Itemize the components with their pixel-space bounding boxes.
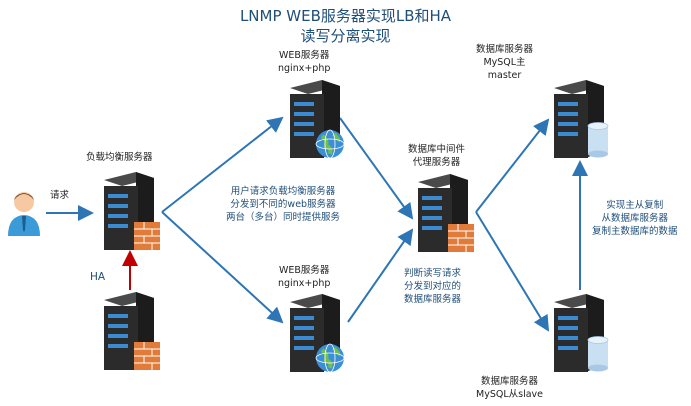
lb-note: 用户请求负载均衡服务器 分发到不同的web服务器 两台（多台）同时提供服务 [226, 186, 340, 224]
lb-note-line-1: 用户请求负载均衡服务器 [230, 186, 336, 197]
user-request-label: 请求 [50, 190, 70, 201]
middleware-to-slave-arrow [475, 211, 550, 332]
replication-note-line-2: 从数据库服务器 [601, 212, 669, 224]
lb-note-line-3: 两台（多台）同时提供服务 [226, 211, 341, 223]
diagram-title: LNMP WEB服务器实现LB和HA 读写分离实现 [0, 6, 691, 47]
web2-label: WEB服务器 nginx+php [278, 265, 330, 291]
middleware-label-line-2: 代理服务器 [412, 156, 461, 168]
rw-note-line-1: 判断读写请求 [404, 268, 462, 279]
lb-label: 负载均衡服务器 [86, 152, 153, 163]
firewall-icon [134, 222, 160, 250]
ha-server [104, 292, 160, 370]
slave-label-line-1: 数据库服务器 [480, 376, 538, 387]
user-icon [8, 192, 40, 236]
master-label-line-3: master [487, 69, 522, 81]
globe-icon [315, 129, 345, 159]
slave-label-line-2: MySQL从slave [476, 388, 543, 400]
replication-note-line-3: 复制主数据库的数据 [592, 225, 678, 237]
web1-server [290, 80, 345, 159]
title-line-1: LNMP WEB服务器实现LB和HA [239, 7, 452, 25]
globe-icon [315, 343, 345, 373]
web1-label-line-2: nginx+php [278, 62, 331, 74]
firewall-icon [134, 342, 160, 370]
database-icon [587, 336, 609, 372]
master-label-line-2: MySQL主 [483, 56, 526, 68]
rw-note-line-3: 数据库服务器 [404, 293, 462, 305]
rw-note: 判断读写请求 分发到对应的 数据库服务器 [404, 268, 461, 306]
web2-server [290, 294, 345, 373]
slave-label: 数据库服务器 MySQL从slave [476, 376, 543, 402]
replication-note-line-1: 实现主从复制 [606, 200, 664, 211]
lb-to-web1-arrow [161, 116, 284, 213]
middleware-server [418, 174, 474, 252]
slave-server [554, 294, 609, 372]
lb-note-line-2: 分发到不同的web服务器 [230, 198, 336, 210]
rw-note-line-2: 分发到对应的 [404, 280, 462, 292]
web2-label-line-1: WEB服务器 [278, 265, 330, 276]
database-icon [587, 122, 609, 158]
lb-server [104, 172, 160, 250]
web1-label-line-1: WEB服务器 [278, 50, 330, 61]
web1-to-middleware-arrow [339, 117, 414, 220]
title-line-2: 读写分离实现 [300, 27, 391, 46]
middleware-label-line-1: 数据库中间件 [408, 144, 466, 155]
middleware-label: 数据库中间件 代理服务器 [408, 144, 465, 170]
web2-to-middleware-arrow [347, 228, 414, 323]
master-server [554, 80, 609, 158]
master-label: 数据库服务器 MySQL主 master [476, 44, 533, 82]
ha-label: HA [90, 271, 106, 283]
replication-note: 实现主从复制 从数据库服务器 复制主数据库的数据 [592, 200, 678, 238]
web1-label: WEB服务器 nginx+php [278, 50, 330, 76]
middleware-to-master-arrow [475, 118, 550, 213]
firewall-icon [448, 224, 474, 252]
master-label-line-1: 数据库服务器 [476, 44, 534, 55]
lb-to-web2-arrow [161, 211, 284, 324]
web2-label-line-2: nginx+php [278, 277, 331, 289]
